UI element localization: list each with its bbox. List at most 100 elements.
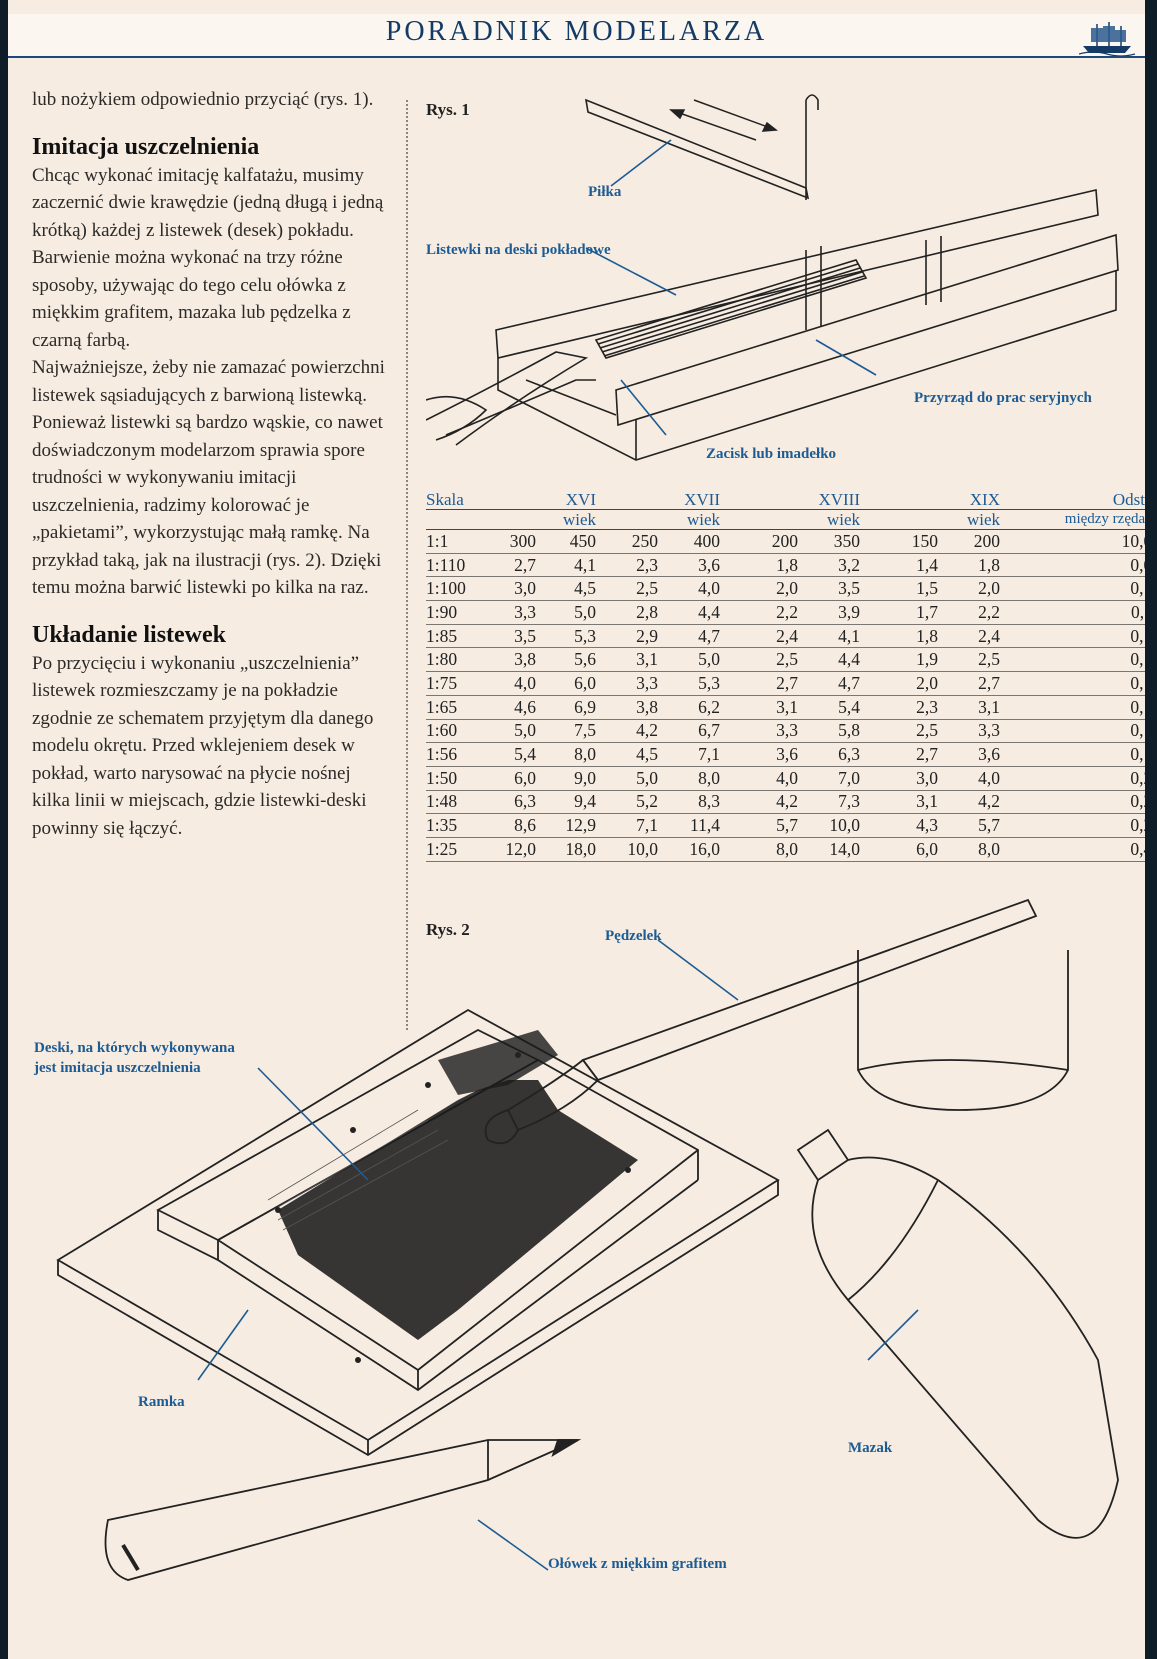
value-cell: 8,0 bbox=[658, 766, 720, 791]
column-divider bbox=[406, 100, 408, 1030]
value-cell: 0,12 bbox=[1000, 624, 1145, 649]
value-cell: 2,4 bbox=[720, 624, 798, 649]
value-cell: 3,3 bbox=[596, 671, 658, 696]
value-cell: 3,1 bbox=[720, 695, 798, 720]
table-row: 1:853,55,32,94,72,44,11,82,40,12 bbox=[426, 624, 1145, 649]
header-xviii: XVIII bbox=[798, 490, 860, 510]
scale-cell: 1:80 bbox=[426, 647, 488, 673]
ship-icon bbox=[1079, 22, 1135, 56]
value-cell: 4,5 bbox=[596, 742, 658, 767]
value-cell: 2,0 bbox=[860, 671, 938, 696]
value-cell: 8,3 bbox=[658, 790, 720, 815]
value-cell: 0,17 bbox=[1000, 719, 1145, 744]
scale-cell: 1:60 bbox=[426, 719, 488, 744]
value-cell: 10,0 bbox=[798, 813, 860, 838]
value-cell: 3,6 bbox=[938, 742, 1000, 767]
value-cell: 5,6 bbox=[536, 647, 596, 673]
scale-cell: 1:110 bbox=[426, 553, 488, 578]
intro-paragraph: lub nożykiem odpowiednio przyciąć (rys. … bbox=[32, 89, 374, 110]
value-cell: 5,7 bbox=[938, 813, 1000, 838]
header-wiek-19: wiek bbox=[938, 509, 1000, 530]
value-cell: 0,10 bbox=[1000, 576, 1145, 602]
scale-cell: 1:75 bbox=[426, 671, 488, 696]
scale-cell: 1:48 bbox=[426, 790, 488, 815]
header-xix: XIX bbox=[938, 490, 1000, 510]
scale-cell: 1:35 bbox=[426, 813, 488, 838]
fig1-label: Rys. 1 bbox=[426, 100, 470, 119]
value-cell: 3,8 bbox=[488, 647, 536, 673]
value-cell: 4,2 bbox=[720, 790, 798, 815]
callout-boards-line1: Deski, na których wykonywana bbox=[34, 1040, 235, 1056]
callout-frame: Ramka bbox=[138, 1394, 185, 1410]
scale-cell: 1:100 bbox=[426, 576, 488, 602]
value-cell: 14,0 bbox=[798, 837, 860, 862]
value-cell: 3,0 bbox=[860, 766, 938, 791]
value-cell: 2,5 bbox=[938, 647, 1000, 673]
value-cell: 3,5 bbox=[488, 624, 536, 649]
value-cell: 3,8 bbox=[596, 695, 658, 720]
value-cell: 2,5 bbox=[596, 576, 658, 602]
article-text: lub nożykiem odpowiednio przyciąć (rys. … bbox=[32, 86, 392, 842]
value-cell: 150 bbox=[860, 529, 938, 554]
value-cell: 6,0 bbox=[536, 671, 596, 696]
value-cell: 6,3 bbox=[798, 742, 860, 767]
header-xvi: XVI bbox=[536, 490, 596, 510]
value-cell: 18,0 bbox=[536, 837, 596, 862]
callout-strips: Listewki na deski pokładowe bbox=[426, 242, 611, 258]
paragraph-caulking-2: Najważniejsze, żeby nie zamazać powierzc… bbox=[32, 357, 385, 598]
callout-saw: Piłka bbox=[588, 184, 622, 200]
value-cell: 2,5 bbox=[860, 719, 938, 744]
value-cell: 4,4 bbox=[798, 647, 860, 673]
value-cell: 3,6 bbox=[658, 553, 720, 578]
value-cell: 11,4 bbox=[658, 813, 720, 838]
value-cell: 5,0 bbox=[536, 600, 596, 625]
value-cell: 8,0 bbox=[720, 837, 798, 862]
heading-laying: Układanie listewek bbox=[32, 621, 227, 648]
callout-jig: Przyrząd do prac seryjnych bbox=[914, 390, 1092, 406]
value-cell: 450 bbox=[536, 529, 596, 554]
value-cell: 4,2 bbox=[938, 790, 1000, 815]
callout-pencil: Ołówek z miękkim grafitem bbox=[548, 1556, 727, 1572]
value-cell: 1,5 bbox=[860, 576, 938, 602]
header-wiek-17: wiek bbox=[658, 509, 720, 530]
value-cell: 8,0 bbox=[536, 742, 596, 767]
value-cell: 5,3 bbox=[536, 624, 596, 649]
page: PORADNIK MODELARZA lub nożykiem odpowied… bbox=[8, 0, 1145, 1659]
callout-boards-line2: jest imitacja uszczelnienia bbox=[34, 1060, 201, 1076]
scale-cell: 1:56 bbox=[426, 742, 488, 767]
value-cell: 3,2 bbox=[798, 553, 860, 578]
value-cell: 0,40 bbox=[1000, 837, 1145, 862]
value-cell: 6,3 bbox=[488, 790, 536, 815]
value-cell: 0,09 bbox=[1000, 553, 1145, 578]
value-cell: 9,0 bbox=[536, 766, 596, 791]
table-row: 1:506,09,05,08,04,07,03,04,00,20 bbox=[426, 766, 1145, 791]
paragraph-laying: Po przycięciu i wykonaniu „uszczelnienia… bbox=[32, 652, 374, 839]
fig2-label: Rys. 2 bbox=[426, 920, 470, 939]
header-wiek-18: wiek bbox=[798, 509, 860, 530]
scale-cell: 1:1 bbox=[426, 529, 488, 554]
value-cell: 200 bbox=[938, 529, 1000, 554]
value-cell: 4,7 bbox=[798, 671, 860, 696]
heading-caulking: Imitacja uszczelnienia bbox=[32, 133, 260, 160]
value-cell: 3,1 bbox=[596, 647, 658, 673]
value-cell: 1,8 bbox=[720, 553, 798, 578]
value-cell: 3,0 bbox=[488, 576, 536, 602]
value-cell: 4,0 bbox=[488, 671, 536, 696]
value-cell: 5,0 bbox=[658, 647, 720, 673]
value-cell: 7,1 bbox=[596, 813, 658, 838]
value-cell: 4,4 bbox=[658, 600, 720, 625]
scale-cell: 1:25 bbox=[426, 837, 488, 862]
callout-marker: Mazak bbox=[848, 1440, 893, 1456]
header-banner: PORADNIK MODELARZA bbox=[8, 14, 1145, 58]
table-header-row-2: wiek wiek wiek wiek między rzędami bbox=[426, 509, 1145, 530]
value-cell: 1,4 bbox=[860, 553, 938, 578]
table-row: 1:358,612,97,111,45,710,04,35,70,29 bbox=[426, 813, 1145, 838]
value-cell: 4,1 bbox=[798, 624, 860, 649]
value-cell: 10,00 bbox=[1000, 529, 1145, 554]
value-cell: 2,7 bbox=[938, 671, 1000, 696]
value-cell: 2,7 bbox=[720, 671, 798, 696]
value-cell: 3,1 bbox=[860, 790, 938, 815]
header-scale: Skala bbox=[426, 490, 488, 510]
